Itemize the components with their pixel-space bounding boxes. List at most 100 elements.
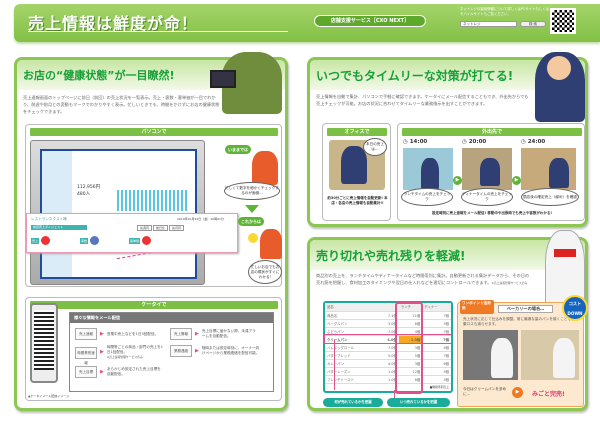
customers-value: 480人	[77, 192, 91, 197]
tab-last-week[interactable]: 先週同	[137, 225, 153, 231]
digest-label: 前回売上ダイジェスト	[31, 225, 87, 230]
arrow-icon: ▶	[195, 347, 199, 354]
dinner-bubble: ディナータイムの売上をチェック	[461, 188, 513, 206]
clock-time: ◷ 24:00	[521, 139, 546, 145]
screen-title: レストランネクスト様	[31, 217, 67, 221]
health-body: 売上速報画面のトップページに前日（前回）の売上状況を一覧表示。売上・客数・客単価…	[23, 95, 220, 114]
table-cell: 4個	[422, 343, 451, 352]
search-input[interactable]: ネットレジ	[460, 21, 517, 27]
table-cell: 7.0個	[376, 343, 399, 352]
table-cell: 6個	[422, 359, 451, 368]
sales-value: 112,956円	[77, 185, 101, 190]
table-cell: 7.1個	[376, 311, 399, 320]
lightbulb-icon	[248, 233, 258, 243]
kpi-unit-price: 客単価	[129, 237, 141, 244]
office-heading: オフィスで	[327, 128, 387, 136]
table-cell: 5個	[398, 351, 423, 360]
table-cell: 商品名	[325, 311, 377, 320]
bar-chart	[117, 181, 187, 211]
lunch-bubble: ランチタイムの売上をチェック	[401, 188, 453, 206]
pc-box: パソコンで 112,956円 480人 3,612,223円 16,375人 レ…	[25, 124, 282, 287]
table-cell: 6個	[398, 375, 423, 384]
man-laptop-illustration	[210, 52, 282, 114]
table-cell: 4.0個	[376, 359, 399, 368]
table-cell: ハムエッグロール	[325, 343, 377, 352]
mail-item: 業務連絡▶随時または設定時刻に、オーナー向けページから業務連絡を配信可能。	[170, 345, 260, 357]
office-caption: 約30分ごとに売上情報を自動更新! 本店・各店の売上情報も自動集計!!	[327, 196, 388, 205]
digest-popup: レストランネクスト様 2010年10月22日（金）10時01分 前回売上ダイジェ…	[26, 213, 238, 253]
table-cell: 7個	[422, 335, 451, 344]
closing-bubble: 閉店後の確定売上（締め）を確認	[521, 188, 579, 206]
table-cell: 7個	[422, 351, 451, 360]
kpi-customers: 客数	[80, 237, 89, 244]
onepoint-box: ワンポイント活用術 ベーカリーの場合… 売上状況に応じて仕込みを調整。常に最適な…	[457, 300, 584, 407]
play-arrow-icon: ▶	[512, 387, 523, 398]
pc-heading: パソコンで	[30, 128, 278, 136]
stock-body: 商品別の売上を、ランチタイムやディナータイムなど時間帯別に集計。自動更新される集…	[316, 273, 530, 285]
table-cell: 12個	[398, 367, 423, 376]
outside-caption: 設定時刻に売上速報をメール配信! 移動中や出張時でも売上や客数がわかる!	[432, 211, 552, 215]
when-sells-label: いつ売れているかを把握	[387, 398, 450, 407]
connector-line	[334, 340, 335, 390]
mail-item: 売上警報▶売上目標に届かない際、未達アラームを自動配信。	[170, 328, 257, 340]
connector-line	[394, 390, 395, 398]
case-label: ベーカリーの場合…	[498, 305, 553, 313]
businessman-phone-illustration	[535, 52, 585, 122]
neutral-face-icon	[90, 236, 100, 245]
next-arrow-icon: ▶	[453, 176, 462, 185]
office-bubble: 本日の売上は…	[363, 138, 387, 156]
baking-illustration	[463, 330, 518, 380]
mail-box-title: 様々な情報をメール配信	[70, 313, 273, 323]
mobile-box: ケータイで ▲ケータイメール配信イメージ 様々な情報をメール配信 売上速報▶営業…	[25, 297, 282, 401]
mail-item: 時間帯別速報▶時間帯ごとの商品・部門の売上を1日1回配信。※売上速報管理サービス…	[75, 345, 165, 365]
what-sells-label: 何が売れているかを把握	[323, 398, 383, 407]
table-cell: ベーグルパン	[325, 319, 377, 328]
arrow-icon: ▶	[100, 349, 104, 355]
timely-panel: いつでもタイムリーな対策が打てる! 売上情報を自動で集計、パソコンで手軽に確認で…	[307, 52, 588, 227]
table-cell: 4個	[398, 327, 423, 336]
table-cell: クリームパン	[325, 335, 377, 344]
arrow-icon: ▶	[100, 368, 104, 375]
table-cell: 1.0個	[376, 367, 399, 376]
busy-chef-illustration	[252, 151, 278, 185]
night-illustration	[521, 148, 576, 190]
table-cell: 1.0個	[398, 335, 423, 344]
page-title: 売上情報は鮮度が命！	[28, 14, 199, 33]
mail-tag: 売上警報	[170, 328, 192, 340]
screen-date: 2010年10月22日（金）10時01分	[177, 217, 224, 221]
office-box: オフィスで 本日の売上は… 約30分ごとに売上情報を自動更新! 本店・各店の売上…	[322, 123, 391, 221]
table-cell: 7.0個	[376, 327, 399, 336]
arrow-icon: ▶	[100, 330, 104, 337]
search-button[interactable]: 検 索	[520, 21, 546, 27]
before-bubble: 忙しくて数字を細かくチェックするのが面倒…	[224, 182, 280, 200]
table-cell: 3.0個	[376, 319, 399, 328]
dinner-illustration	[462, 148, 512, 190]
before-label: いままでは	[225, 145, 251, 154]
table-cell: バターブレッド	[325, 351, 377, 360]
timely-title: いつでもタイムリーな対策が打てる!	[316, 69, 514, 83]
site-note: ネットレジの製品情報について詳しくはPCサイトもしくはモバイルサイトもご覧くださ…	[460, 7, 550, 16]
health-panel: お店の“健康状態”が一目瞭然! 売上速報画面のトップページに前日（前回）の売上状…	[14, 52, 288, 411]
service-label: 店舗支援サービス［CXO NEXT］	[314, 15, 426, 27]
mail-item: 売上目標▶あらかじめ設定された売上目標を自動配信。	[75, 366, 162, 378]
after-bubble: 忙しいお店でもお店の現状がすぐにわかる!	[248, 260, 282, 284]
mail-tag: 時間帯別速報	[75, 346, 97, 365]
table-cell: ぶどうパン	[325, 327, 377, 336]
table-cell: 1.0個	[376, 375, 399, 384]
table-cell: カレーパン	[325, 359, 377, 368]
mail-item: 売上速報▶営業中売上などを1日3回配信。	[75, 328, 162, 340]
table-cell: 3個	[398, 359, 423, 368]
table-cell: 3個	[422, 319, 451, 328]
stock-title: 売り切れや売れ残りを軽減!	[316, 249, 466, 263]
sold-out-result: みごと完売!	[532, 391, 565, 398]
laptop-icon	[210, 70, 236, 88]
tab-previous-day[interactable]: 前日比	[153, 225, 169, 231]
arrow-icon: ▶	[195, 330, 199, 337]
clock-time: ◷ 20:00	[462, 139, 487, 145]
tab-last-month[interactable]: 先月同	[169, 225, 185, 231]
lunch-illustration	[403, 148, 453, 190]
